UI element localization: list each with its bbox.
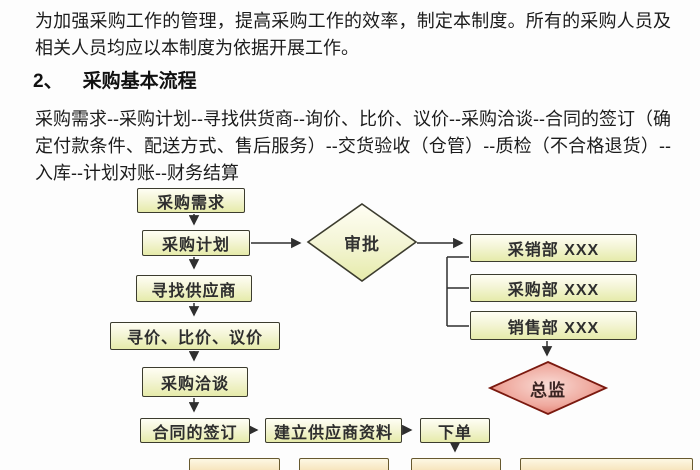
flow-node-place-order: 下单 [420,418,490,443]
intro-paragraph: 为加强采购工作的管理，提高采购工作的效率，制定本制度。所有的采购人员及相关人员均… [35,11,671,58]
flow-node-demand: 采购需求 [137,188,245,213]
pending-step-box [520,458,693,470]
pending-step-box [411,458,501,470]
pending-step-box [189,458,280,470]
process-paragraph: 采购需求--采购计划--寻找供货商--询价、比价、议价--采购洽谈--合同的签订… [35,109,671,183]
flow-node-dept-purchase-sales: 采销部 XXX [470,234,637,262]
flow-node-negotiation: 采购洽谈 [142,367,248,397]
flow-node-supplier-profile: 建立供应商资料 [265,418,402,443]
flow-node-dept-sales: 销售部 XXX [470,311,637,340]
flow-node-plan: 采购计划 [142,230,250,256]
pending-step-box [299,458,389,470]
approval-diamond-shape [306,203,418,282]
flow-node-find-supplier: 寻找供应商 [136,275,252,302]
section-number: 2、 [33,71,63,92]
flow-node-approval: 审批 [344,235,380,254]
dept-bracket [446,256,469,327]
flow-node-director: 总监 [530,380,566,400]
section-heading: 2、 采购基本流程 [33,66,197,93]
flow-node-dept-purchasing: 采购部 XXX [470,274,637,302]
flow-node-price-inquiry: 寻价、比价、议价 [110,322,280,350]
section-title: 采购基本流程 [82,71,197,92]
flow-node-contract-signing: 合同的签订 [140,418,250,443]
director-diamond-shape [487,361,609,415]
